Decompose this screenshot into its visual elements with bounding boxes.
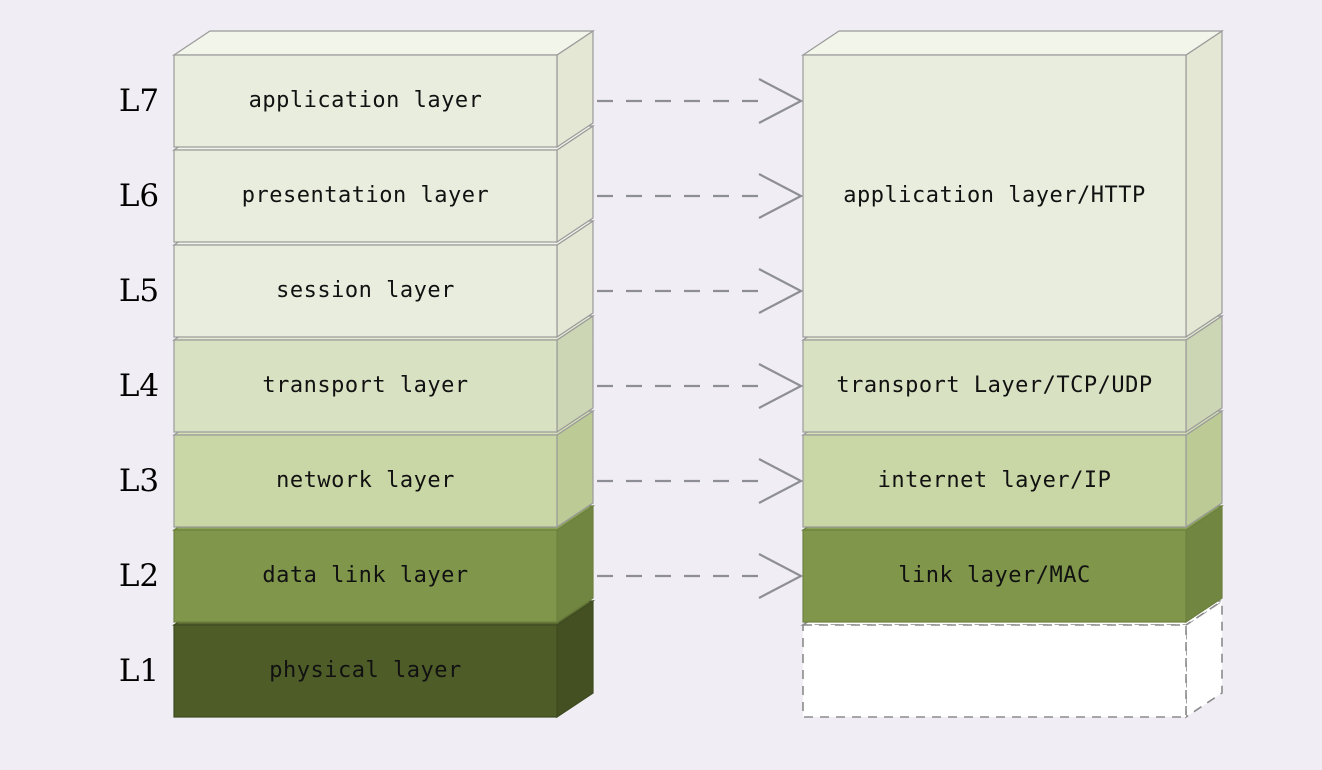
- osi-layer-label-L2: data link layer: [262, 563, 469, 589]
- level-label-L4: L4: [118, 368, 160, 405]
- arrow-head: [758, 78, 804, 124]
- tcpip-layer-label-transport: transport Layer/TCP/UDP: [836, 373, 1153, 399]
- box-front-face: [173, 529, 558, 623]
- box-front-face: [173, 54, 558, 148]
- tcpip-layer-label-internet: internet layer/IP: [877, 468, 1112, 494]
- box-front-face: [802, 529, 1187, 623]
- osi-layer-label-L5: session layer: [276, 278, 455, 304]
- box-front-face: [802, 624, 1187, 718]
- box-front-face: [173, 244, 558, 338]
- tcpip-layer-label-application: application layer/HTTP: [843, 183, 1146, 209]
- box-front-face: [802, 434, 1187, 528]
- osi-stack-group: [172, 29, 595, 719]
- mapping-arrow-L4-to-T3: [597, 363, 804, 409]
- level-label-L1: L1: [118, 653, 160, 690]
- box-front-face: [173, 339, 558, 433]
- arrow-head: [758, 268, 804, 314]
- level-label-L6: L6: [118, 178, 160, 215]
- arrow-head: [758, 363, 804, 409]
- tcpip-layer-box-T4[interactable]: [801, 29, 1224, 339]
- osi-layer-label-L7: application layer: [248, 88, 483, 114]
- box-front-face: [173, 434, 558, 528]
- arrow-head: [758, 458, 804, 504]
- arrow-head: [758, 553, 804, 599]
- mapping-arrows-group: [597, 78, 804, 599]
- level-label-L3: L3: [118, 463, 160, 500]
- osi-layer-label-L1: physical layer: [269, 658, 462, 684]
- box-top-face: [172, 30, 595, 56]
- mapping-arrow-L7-to-T4: [597, 78, 804, 124]
- box-front-face: [802, 54, 1187, 338]
- osi-layer-label-L6: presentation layer: [241, 183, 490, 209]
- box-front-face: [173, 149, 558, 243]
- mapping-arrow-L3-to-T2: [597, 458, 804, 504]
- box-side-face: [1185, 29, 1223, 339]
- box-front-face: [173, 624, 558, 718]
- osi-layer-box-L5[interactable]: [172, 219, 595, 339]
- mapping-arrow-L6-to-T4: [597, 173, 804, 219]
- arrow-head: [758, 173, 804, 219]
- mapping-arrow-L5-to-T4: [597, 268, 804, 314]
- level-label-L2: L2: [118, 558, 160, 595]
- tcpip-layer-label-link: link layer/MAC: [898, 563, 1091, 589]
- level-label-L7: L7: [118, 83, 160, 120]
- mapping-arrow-L2-to-T1: [597, 553, 804, 599]
- tcpip-stack-group: [800, 29, 1225, 719]
- level-label-L5: L5: [118, 273, 160, 310]
- osi-layer-label-L3: network layer: [276, 468, 455, 494]
- osi-layer-box-L7[interactable]: [172, 29, 595, 149]
- osi-layer-label-L4: transport layer: [262, 373, 469, 399]
- box-top-face: [801, 30, 1224, 56]
